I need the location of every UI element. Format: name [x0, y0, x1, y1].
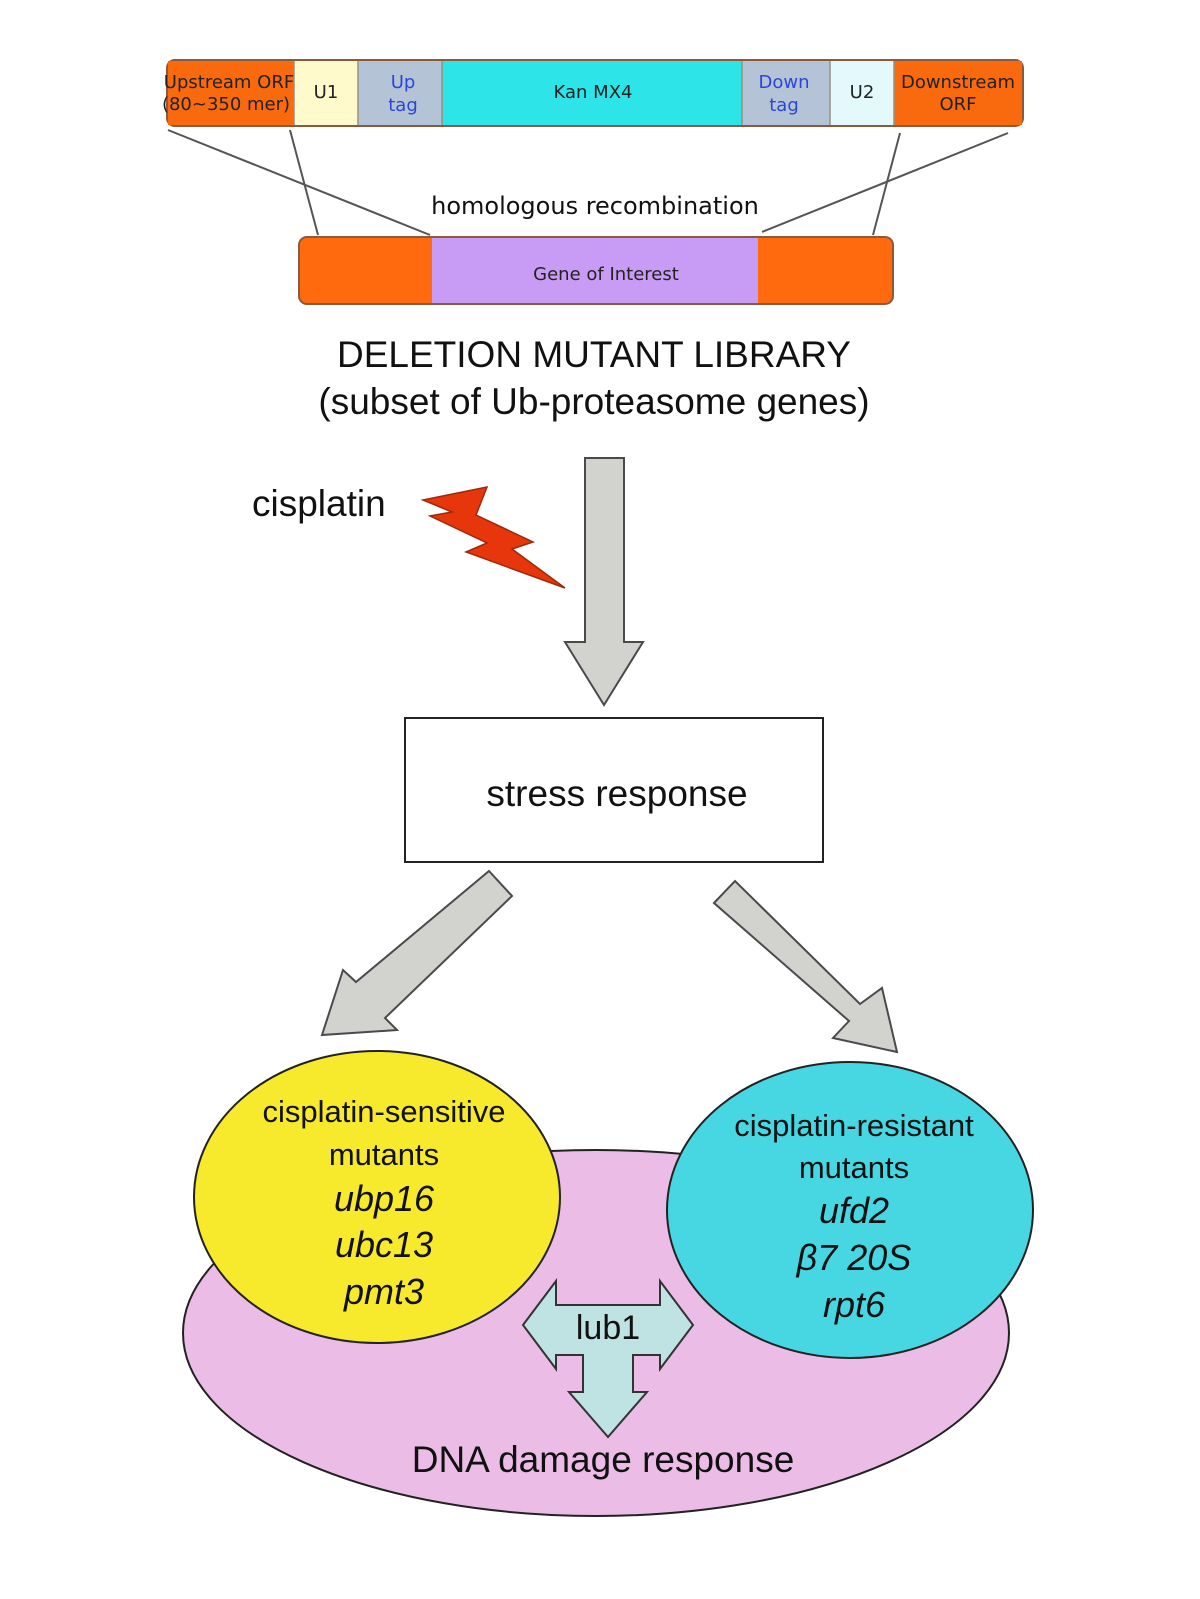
sensitive-title: cisplatin-sensitive — [263, 1094, 506, 1129]
dna-damage-response-label: DNA damage response — [412, 1439, 795, 1480]
deletion-cassette: Upstream ORF (80~350 mer) U1 Up tag Kan … — [162, 59, 1024, 127]
library-subtitle: (subset of Ub-proteasome genes) — [318, 381, 869, 422]
cassette-segment-up-tag — [358, 61, 442, 125]
resistant-gene: ufd2 — [819, 1190, 889, 1231]
sensitive-gene: ubp16 — [334, 1178, 435, 1219]
recombination-lines — [167, 129, 1009, 236]
u1-label: U1 — [314, 82, 339, 103]
lub1-label: lub1 — [576, 1309, 640, 1347]
cisplatin-label: cisplatin — [252, 483, 386, 524]
cassette-segment-upstream-orf — [168, 61, 294, 125]
sensitive-gene: ubc13 — [335, 1224, 433, 1265]
cisplatin-sensitive-mutants-region — [193, 1050, 561, 1344]
cassette-segment-u1 — [294, 61, 358, 125]
library-title: DELETION MUTANT LIBRARY — [337, 334, 851, 375]
cassette-segment-downstream-orf — [894, 61, 1022, 125]
sensitive-subtitle: mutants — [329, 1137, 439, 1172]
target-gene-bar: Gene of Interest — [298, 236, 894, 305]
up-tag-label-line1: Up — [391, 72, 416, 93]
sensitive-gene: pmt3 — [343, 1271, 424, 1312]
kanmx4-label: Kan MX4 — [554, 82, 633, 103]
cassette-segment-down-tag — [742, 61, 830, 125]
down-tag-label-line1: Down — [758, 72, 809, 93]
gene-of-interest-region — [432, 238, 758, 303]
resistant-title: cisplatin-resistant — [734, 1108, 974, 1143]
arrow-to-resistant — [712, 879, 899, 1054]
down-tag-label-line2: tag — [769, 95, 799, 116]
downstream-orf-label-line1: Downstream — [901, 72, 1015, 93]
lub1-three-way-arrow — [521, 1278, 695, 1439]
u2-label: U2 — [850, 82, 875, 103]
stress-response-label: stress response — [486, 773, 747, 814]
homologous-recombination-label: homologous recombination — [431, 192, 759, 220]
upstream-orf-size-label: (80~350 mer) — [162, 94, 290, 115]
resistant-gene: rpt6 — [823, 1284, 886, 1325]
up-tag-label-line2: tag — [388, 95, 418, 116]
downstream-orf-label-line2: ORF — [939, 94, 976, 115]
resistant-gene: β7 20S — [796, 1237, 912, 1278]
stress-response-box — [404, 717, 824, 863]
resistant-subtitle: mutants — [799, 1150, 909, 1185]
arrow-to-sensitive — [320, 869, 514, 1037]
upstream-orf-label: Upstream ORF — [164, 72, 294, 93]
cisplatin-resistant-mutants-region — [666, 1061, 1034, 1359]
down-arrow — [563, 457, 645, 707]
gene-of-interest-label: Gene of Interest — [533, 264, 679, 285]
cassette-segment-kanmx4 — [442, 61, 742, 125]
lightning-bolt-icon — [420, 485, 566, 589]
cassette-segment-u2 — [830, 61, 894, 125]
